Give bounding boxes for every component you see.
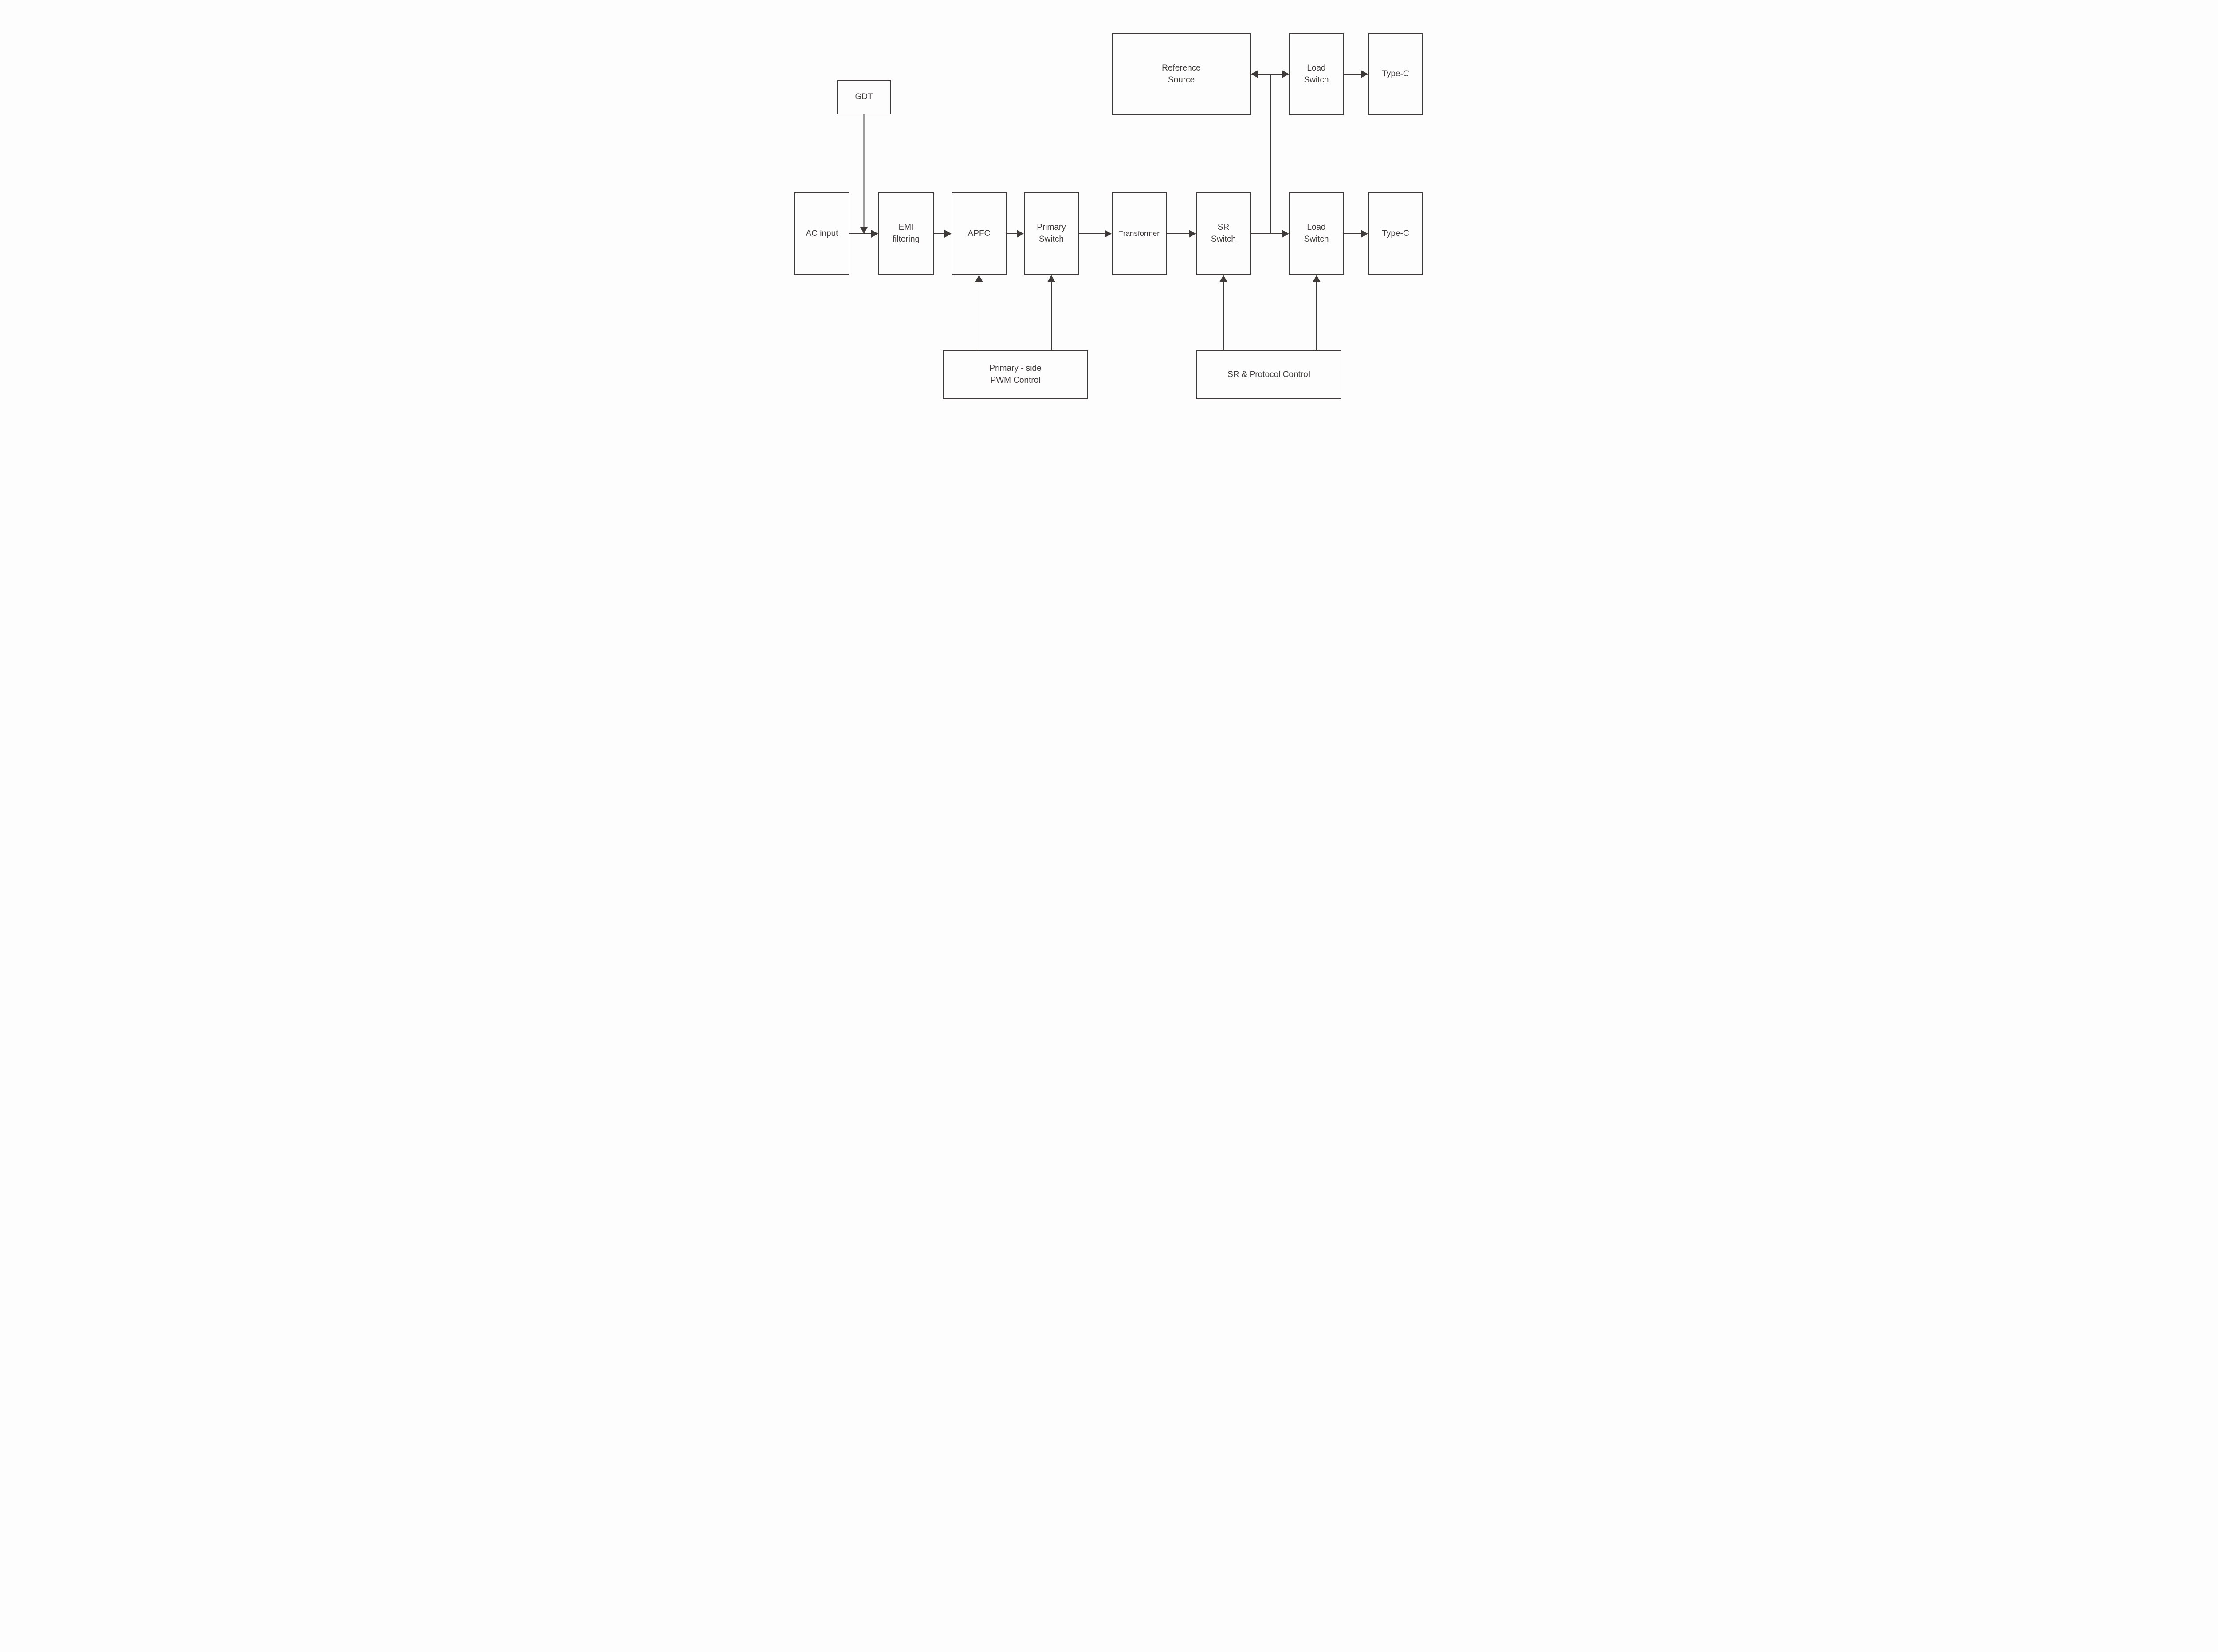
node-type-c-output-label: Type-C [1382,228,1409,238]
node-sr-switch: SR Switch [1196,192,1251,275]
node-sr-protocol-control-label: SR & Protocol Control [1227,369,1310,379]
edge-transformer-sr-arrowhead [1189,230,1196,238]
diagram-canvas: GDT AC input EMI filtering APFC Primary … [761,0,1457,518]
node-gdt-label: GDT [855,92,873,102]
edge-riser-reference-arrowhead-left [1251,70,1258,78]
node-sr-switch-label: SR Switch [1211,223,1236,244]
edge-sr-load-arrowhead [1282,230,1289,238]
edge-load-typec-arrowhead [1361,230,1368,238]
node-load-switch-reference-label: Load Switch [1304,63,1329,85]
node-sr-protocol-control: SR & Protocol Control [1196,350,1341,399]
edge-loadref-typecref-arrowhead [1361,70,1368,78]
edge-riser-loadref-arrowhead [1282,70,1289,78]
node-ac-input-label: AC input [806,228,838,238]
node-apfc-label: APFC [967,228,991,238]
node-emi-filtering-label: EMI filtering [892,223,920,244]
node-primary-side-pwm-control: Primary - side PWM Control [943,350,1088,399]
node-load-switch-reference: Load Switch [1289,33,1344,115]
edge-srp-load-arrowhead-up [1313,275,1321,282]
node-gdt: GDT [837,80,891,114]
node-ac-input: AC input [794,192,849,275]
node-primary-switch-label: Primary Switch [1037,223,1066,244]
node-type-c-output: Type-C [1368,192,1423,275]
node-transformer-label: Transformer [1119,229,1160,238]
node-load-switch-output-label: Load Switch [1304,223,1329,244]
connector-layer [849,70,1368,350]
node-primary-switch: Primary Switch [1024,192,1079,275]
node-load-switch-output: Load Switch [1289,192,1344,275]
node-type-c-reference-label: Type-C [1382,69,1409,79]
edge-emi-apfc-arrowhead [944,230,952,238]
node-transformer: Transformer [1112,192,1167,275]
edge-gdt-arrowhead-down [860,227,868,234]
edge-primary-transformer-arrowhead [1105,230,1112,238]
node-apfc: APFC [952,192,1007,275]
edge-pwm-apfc-arrowhead-up [975,275,983,282]
node-reference-source: Reference Source [1112,33,1251,115]
node-primary-side-pwm-control-label: Primary - side PWM Control [989,364,1042,385]
edge-pwm-primary-arrowhead-up [1047,275,1055,282]
node-reference-source-label: Reference Source [1162,63,1201,85]
edge-apfc-primary-arrowhead [1017,230,1024,238]
node-emi-filtering: EMI filtering [878,192,934,275]
edge-ac-emi-arrowhead [871,230,878,238]
node-type-c-reference: Type-C [1368,33,1423,115]
edge-srp-sr-arrowhead-up [1219,275,1227,282]
